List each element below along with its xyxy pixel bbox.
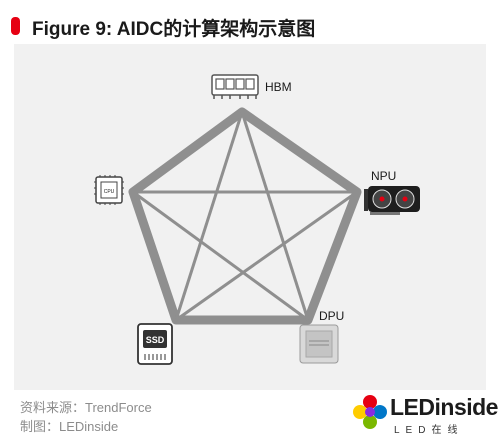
source-note: 资料来源：TrendForce xyxy=(20,400,152,415)
logo-wordmark: LEDinside xyxy=(390,394,498,420)
logo-subtitle: LED在线 xyxy=(394,425,464,436)
logo-mark-icon xyxy=(353,395,387,429)
footer: 资料来源：TrendForce 制图：LEDinside xyxy=(20,398,152,436)
ssd-icon: SSD xyxy=(137,323,173,365)
dpu-chip-icon xyxy=(299,324,339,364)
chart-credit: 制图：LEDinside xyxy=(20,419,119,434)
cpu-label: CPU xyxy=(104,189,115,195)
title-accent-bar xyxy=(11,17,20,35)
dpu-label: DPU xyxy=(319,309,344,323)
ssd-label: SSD xyxy=(146,335,165,345)
gpu-card-icon xyxy=(364,186,420,215)
header: Figure 9: AIDC的计算架构示意图 xyxy=(0,0,500,44)
memory-icon xyxy=(211,74,259,99)
pentagon-outline xyxy=(128,107,362,325)
ledinside-logo: LEDinside LED在线 xyxy=(352,392,498,436)
cpu-chip-icon: CPU xyxy=(94,175,124,205)
page-title: Figure 9: AIDC的计算架构示意图 xyxy=(32,19,316,40)
diagram-panel xyxy=(14,44,486,390)
star-connections xyxy=(132,111,358,322)
npu-label: NPU xyxy=(371,169,396,183)
hbm-label: HBM xyxy=(265,80,292,94)
